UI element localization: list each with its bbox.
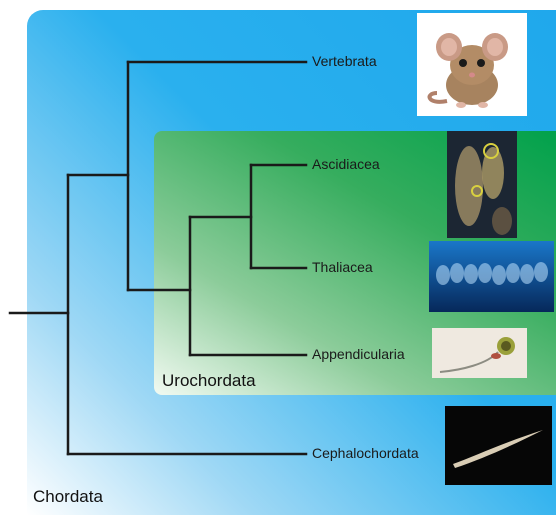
mouse-image bbox=[417, 13, 527, 116]
salp-image bbox=[429, 241, 554, 312]
taxon-label-appendicularia: Appendicularia bbox=[312, 346, 405, 362]
taxon-label-thaliacea: Thaliacea bbox=[312, 259, 373, 275]
ascidian-image bbox=[447, 131, 517, 238]
taxon-label-cephalochordata: Cephalochordata bbox=[312, 445, 419, 461]
group-label-urochordata: Urochordata bbox=[162, 371, 256, 391]
taxon-label-ascidiacea: Ascidiacea bbox=[312, 156, 380, 172]
taxon-label-vertebrata: Vertebrata bbox=[312, 53, 377, 69]
appendicularian-image bbox=[432, 328, 527, 378]
group-label-chordata: Chordata bbox=[33, 487, 103, 507]
lancelet-image bbox=[445, 406, 552, 485]
